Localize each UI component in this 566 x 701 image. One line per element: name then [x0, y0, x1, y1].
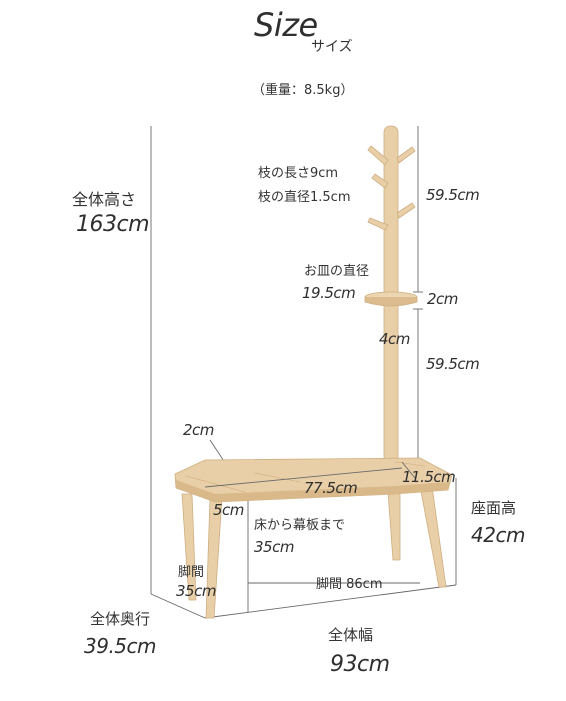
- size-title-script: Size: [254, 6, 318, 44]
- seat-depth-value: 11.5cm: [402, 468, 456, 486]
- bench-legs: [181, 485, 447, 619]
- total-depth-label: 全体奥行: [90, 610, 151, 628]
- upper-height-value: 59.5cm: [426, 186, 480, 204]
- leg-gap-side-label: 脚間: [178, 565, 205, 580]
- seat-length-value: 77.5cm: [304, 479, 358, 497]
- seat-thickness-value: 2cm: [183, 421, 214, 439]
- plate-thickness-value: 2cm: [427, 290, 458, 308]
- plate-diameter-value: 19.5cm: [302, 284, 356, 302]
- rack-branches: [367, 145, 416, 231]
- branch-diameter-label: 枝の直径1.5cm: [258, 190, 351, 205]
- total-depth-value: 39.5cm: [84, 634, 157, 658]
- weight-label: （重量：8.5kg）: [252, 83, 354, 98]
- seat-height-value: 42cm: [471, 523, 525, 547]
- floor-to-apron-label: 床から幕板まで: [254, 518, 346, 533]
- apron-height-value: 5cm: [213, 501, 244, 519]
- branch-length-label: 枝の長さ9cm: [258, 166, 339, 181]
- seat-height-label: 座面高: [471, 499, 517, 517]
- pole-width-value: 4cm: [379, 330, 410, 348]
- plate-diameter-label: お皿の直径: [304, 264, 370, 279]
- dimension-lines: [150, 126, 457, 619]
- leg-gap-front-label: 脚間 86cm: [316, 577, 383, 592]
- lower-height-value: 59.5cm: [426, 355, 480, 373]
- floor-to-apron-value: 35cm: [254, 538, 294, 556]
- leg-gap-side-value: 35cm: [176, 582, 216, 600]
- total-width-label: 全体幅: [328, 626, 374, 644]
- total-height-label: 全体高さ: [72, 190, 137, 209]
- total-height-value: 163cm: [76, 212, 150, 237]
- total-width-value: 93cm: [330, 652, 390, 677]
- size-title-jp: サイズ: [311, 39, 353, 55]
